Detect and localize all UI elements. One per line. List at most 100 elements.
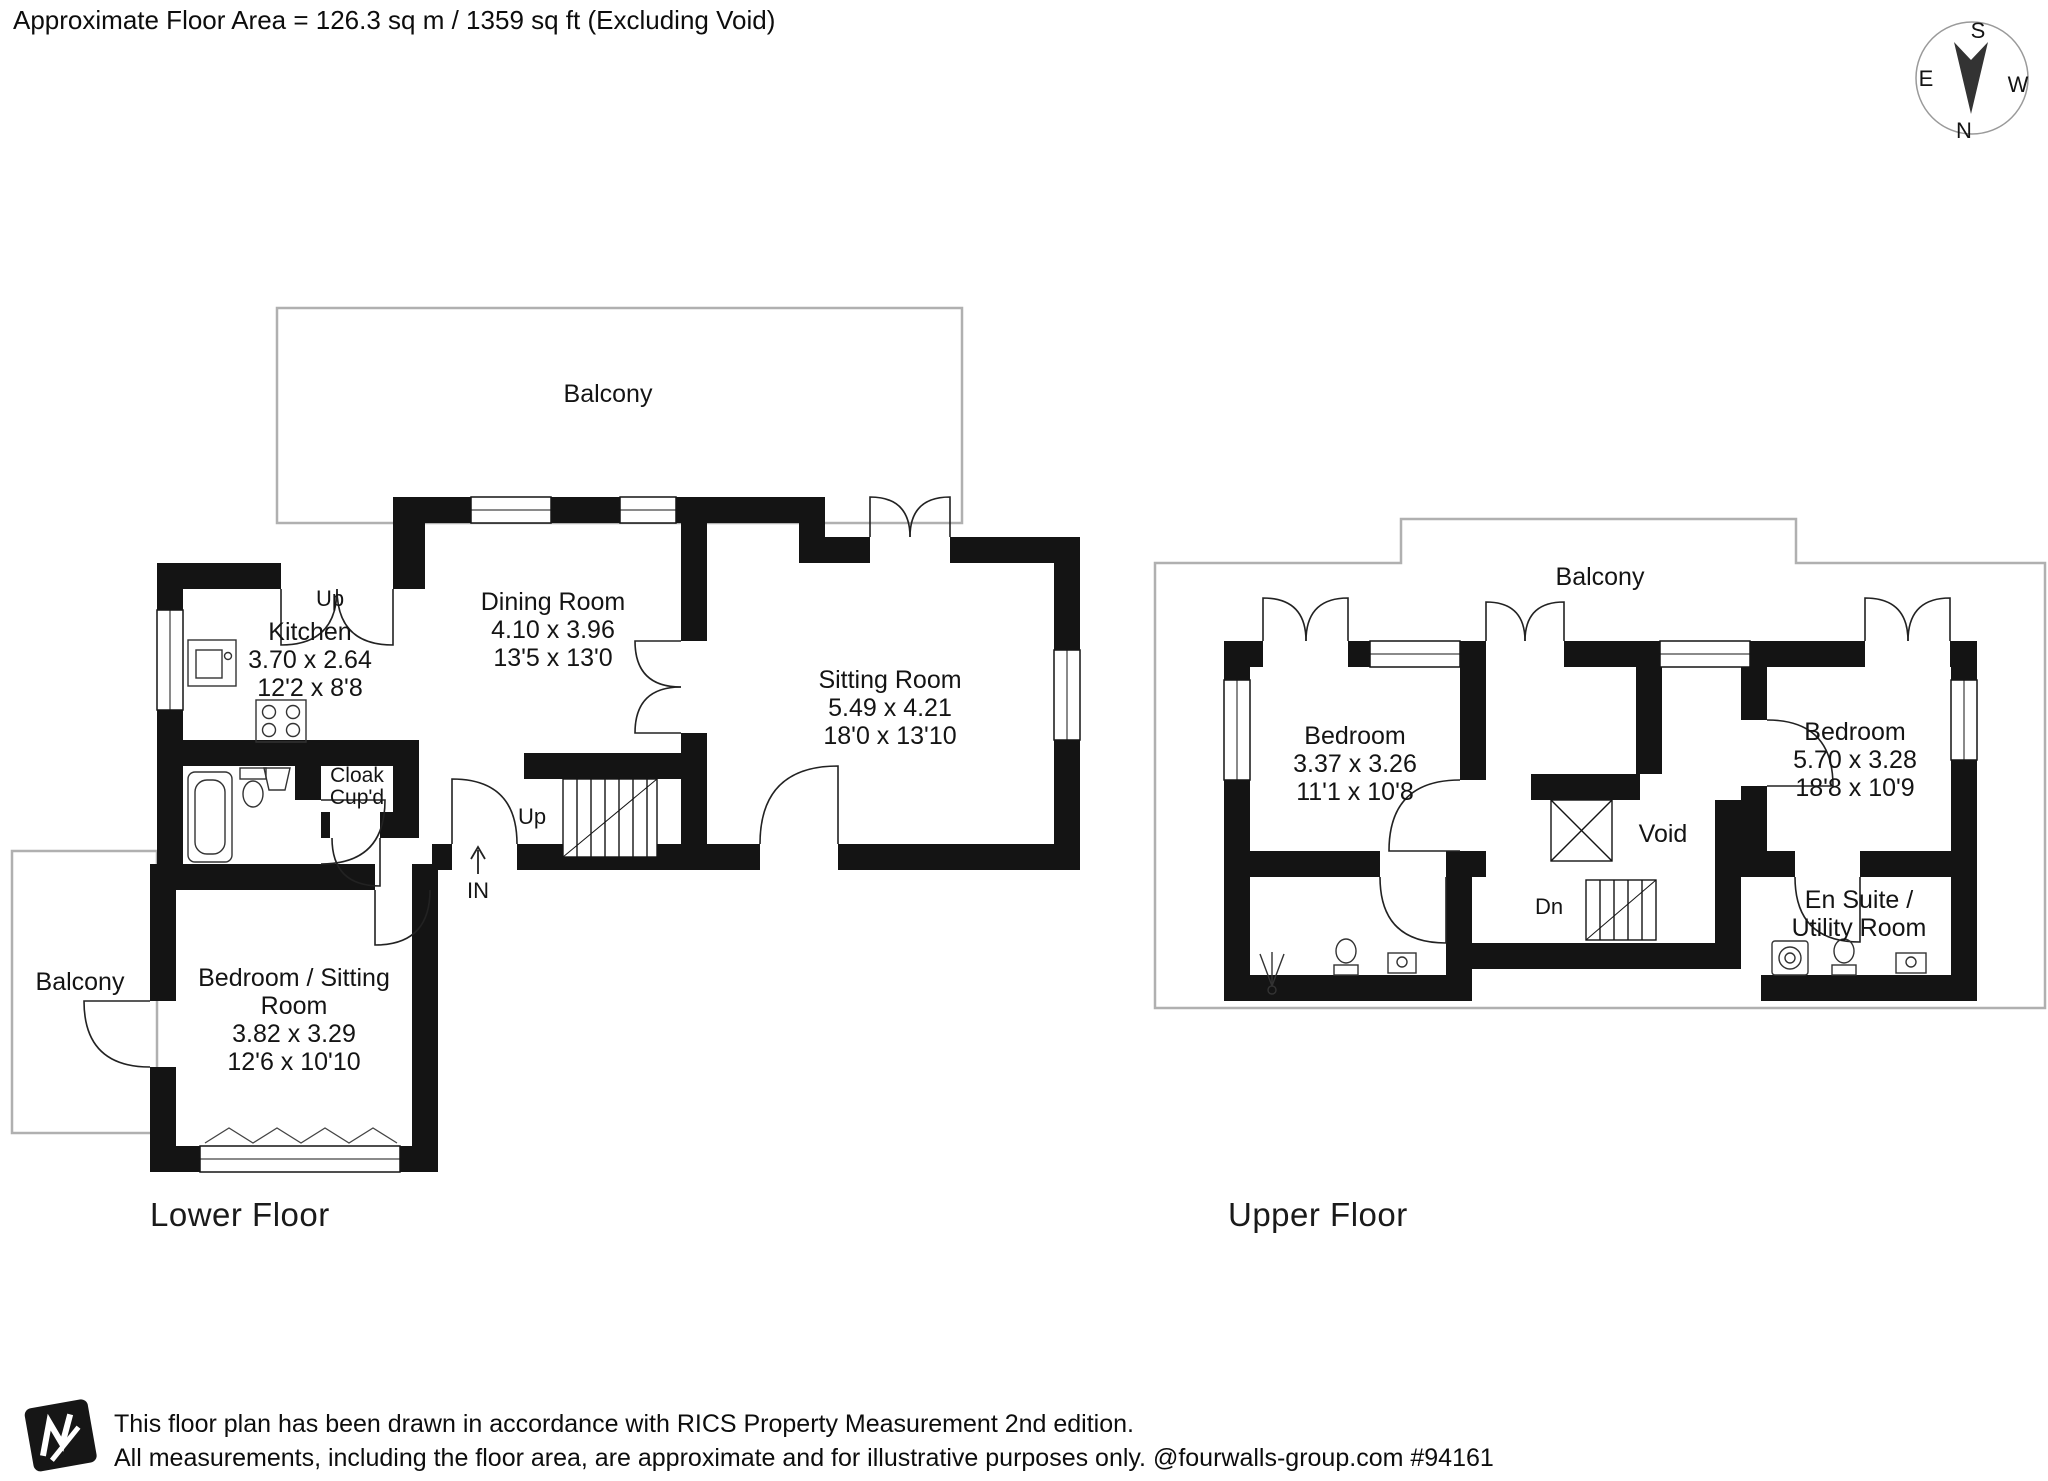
void-label: Void — [1639, 820, 1688, 848]
door-arc — [1907, 597, 1951, 642]
door-arc — [320, 799, 386, 865]
stove-icon — [255, 699, 307, 743]
window — [1223, 679, 1251, 781]
upper-floor-title: Upper Floor — [1228, 1196, 1408, 1233]
window-leaf-marks — [204, 1127, 398, 1144]
door-arc — [1864, 597, 1909, 642]
fourwalls-logo-glyph — [24, 1399, 97, 1472]
compass-west-label: W — [2008, 72, 2029, 97]
bedroom2-metric: 5.70 x 3.28 — [1793, 746, 1917, 774]
bedroom1-metric: 3.37 x 3.26 — [1293, 750, 1417, 778]
entrance-label: IN — [467, 878, 489, 903]
lower-floor-title: Lower Floor — [150, 1196, 330, 1233]
bedroom-sitting-metric: 3.82 x 3.29 — [232, 1020, 356, 1048]
floor-area-text: Approximate Floor Area = 126.3 sq m / 13… — [13, 5, 776, 35]
sink-icon — [1387, 952, 1417, 974]
cloak-cupboard-label-2: Cup'd — [330, 786, 384, 809]
kitchen-imperial: 12'2 x 8'8 — [257, 674, 362, 702]
window — [470, 496, 552, 524]
door-arc — [1524, 601, 1565, 642]
window — [156, 609, 184, 711]
compass-north-label: N — [1956, 118, 1972, 143]
toilet-icon — [1831, 938, 1857, 976]
lower-top-balcony-label: Balcony — [564, 380, 653, 408]
upper-windows — [1223, 640, 1978, 781]
compass-needle — [1954, 42, 1988, 114]
kitchen-sink-icon — [187, 639, 237, 687]
ensuite-label-2: Utility Room — [1792, 914, 1927, 942]
bedroom1-imperial: 11'1 x 10'8 — [1296, 778, 1414, 806]
door-arc — [1305, 597, 1349, 642]
window — [1053, 649, 1081, 741]
lower-doors — [83, 496, 951, 1068]
door-arc — [759, 765, 839, 845]
shower-icon — [1259, 952, 1285, 995]
door-arc — [634, 640, 682, 688]
cloak-cupboard-label-1: Cloak — [330, 764, 384, 787]
lower-walls — [150, 497, 1080, 1172]
bedroom-sitting-label-1: Bedroom / Sitting — [198, 964, 390, 992]
door-arc — [1388, 779, 1461, 852]
lower-left-balcony-label: Balcony — [36, 968, 125, 996]
window — [1950, 679, 1978, 761]
door-arc — [1794, 876, 1861, 943]
void-hatch — [1550, 799, 1613, 862]
lower-top-balcony-outline — [275, 306, 964, 525]
door-arc — [909, 496, 951, 538]
lower-stairs — [562, 778, 658, 858]
toilet-icon — [1333, 938, 1359, 976]
bedroom1-label: Bedroom — [1304, 722, 1405, 750]
dining-room-label: Dining Room — [481, 588, 626, 616]
door-arc — [83, 1000, 151, 1068]
stairs-up-label: Up — [518, 804, 546, 829]
washing-machine-icon — [1771, 940, 1809, 976]
window — [619, 496, 677, 524]
bedroom2-imperial: 18'8 x 10'9 — [1795, 774, 1914, 802]
door-arc — [451, 778, 518, 845]
kitchen-label: Kitchen — [268, 618, 351, 646]
upper-balcony-label: Balcony — [1556, 563, 1645, 591]
bedroom-sitting-label-2: Room — [261, 992, 328, 1020]
door-arc — [374, 889, 431, 946]
footer-disclaimer-text: All measurements, including the floor ar… — [114, 1444, 1494, 1472]
lower-floor-plan: Balcony Up Kitchen 3.70 x 2.64 12'2 x 8'… — [10, 306, 1081, 1173]
sitting-room-imperial: 18'0 x 13'10 — [823, 722, 956, 750]
upper-doors — [1262, 597, 1951, 944]
kitchen-metric: 3.70 x 2.64 — [248, 646, 372, 674]
window — [199, 1145, 401, 1173]
kitchen-up-label: Up — [316, 586, 344, 611]
dining-room-metric: 4.10 x 3.96 — [491, 616, 615, 644]
ensuite-label-1: En Suite / — [1805, 886, 1913, 914]
upper-floor-plan: Balcony Bedroom 3.37 x 3.26 11'1 x 10'8 … — [1153, 517, 2047, 1010]
lower-windows — [156, 496, 1081, 1173]
door-arc — [280, 588, 338, 646]
bathtub-icon — [187, 771, 233, 863]
sitting-room-label: Sitting Room — [818, 666, 961, 694]
stairs-down-label: Dn — [1535, 894, 1563, 919]
upper-stairs — [1585, 879, 1657, 941]
footer-rics-text: This floor plan has been drawn in accord… — [114, 1410, 1134, 1438]
door-arc — [1262, 597, 1307, 642]
door-arc — [1485, 601, 1526, 642]
fourwalls-logo — [18, 1392, 108, 1481]
bedroom2-label: Bedroom — [1804, 718, 1905, 746]
toilet-icon — [239, 767, 267, 808]
door-arc — [336, 588, 394, 646]
compass: S E W N — [1915, 18, 2029, 143]
bedroom-sitting-imperial: 12'6 x 10'10 — [227, 1048, 360, 1076]
compass-south-label: S — [1971, 18, 1986, 43]
entrance-arrow-icon — [470, 845, 486, 874]
sink-icon — [1895, 952, 1927, 974]
sitting-room-metric: 5.49 x 4.21 — [828, 694, 952, 722]
door-arc — [869, 496, 911, 538]
window — [1369, 640, 1461, 668]
compass-circle — [1915, 21, 2029, 135]
door-arc — [1766, 719, 1834, 787]
upper-balcony-outline — [1153, 517, 2047, 1010]
window — [1659, 640, 1751, 668]
door-arc — [331, 837, 381, 887]
door-arc — [634, 686, 682, 734]
compass-east-label: E — [1919, 66, 1934, 91]
